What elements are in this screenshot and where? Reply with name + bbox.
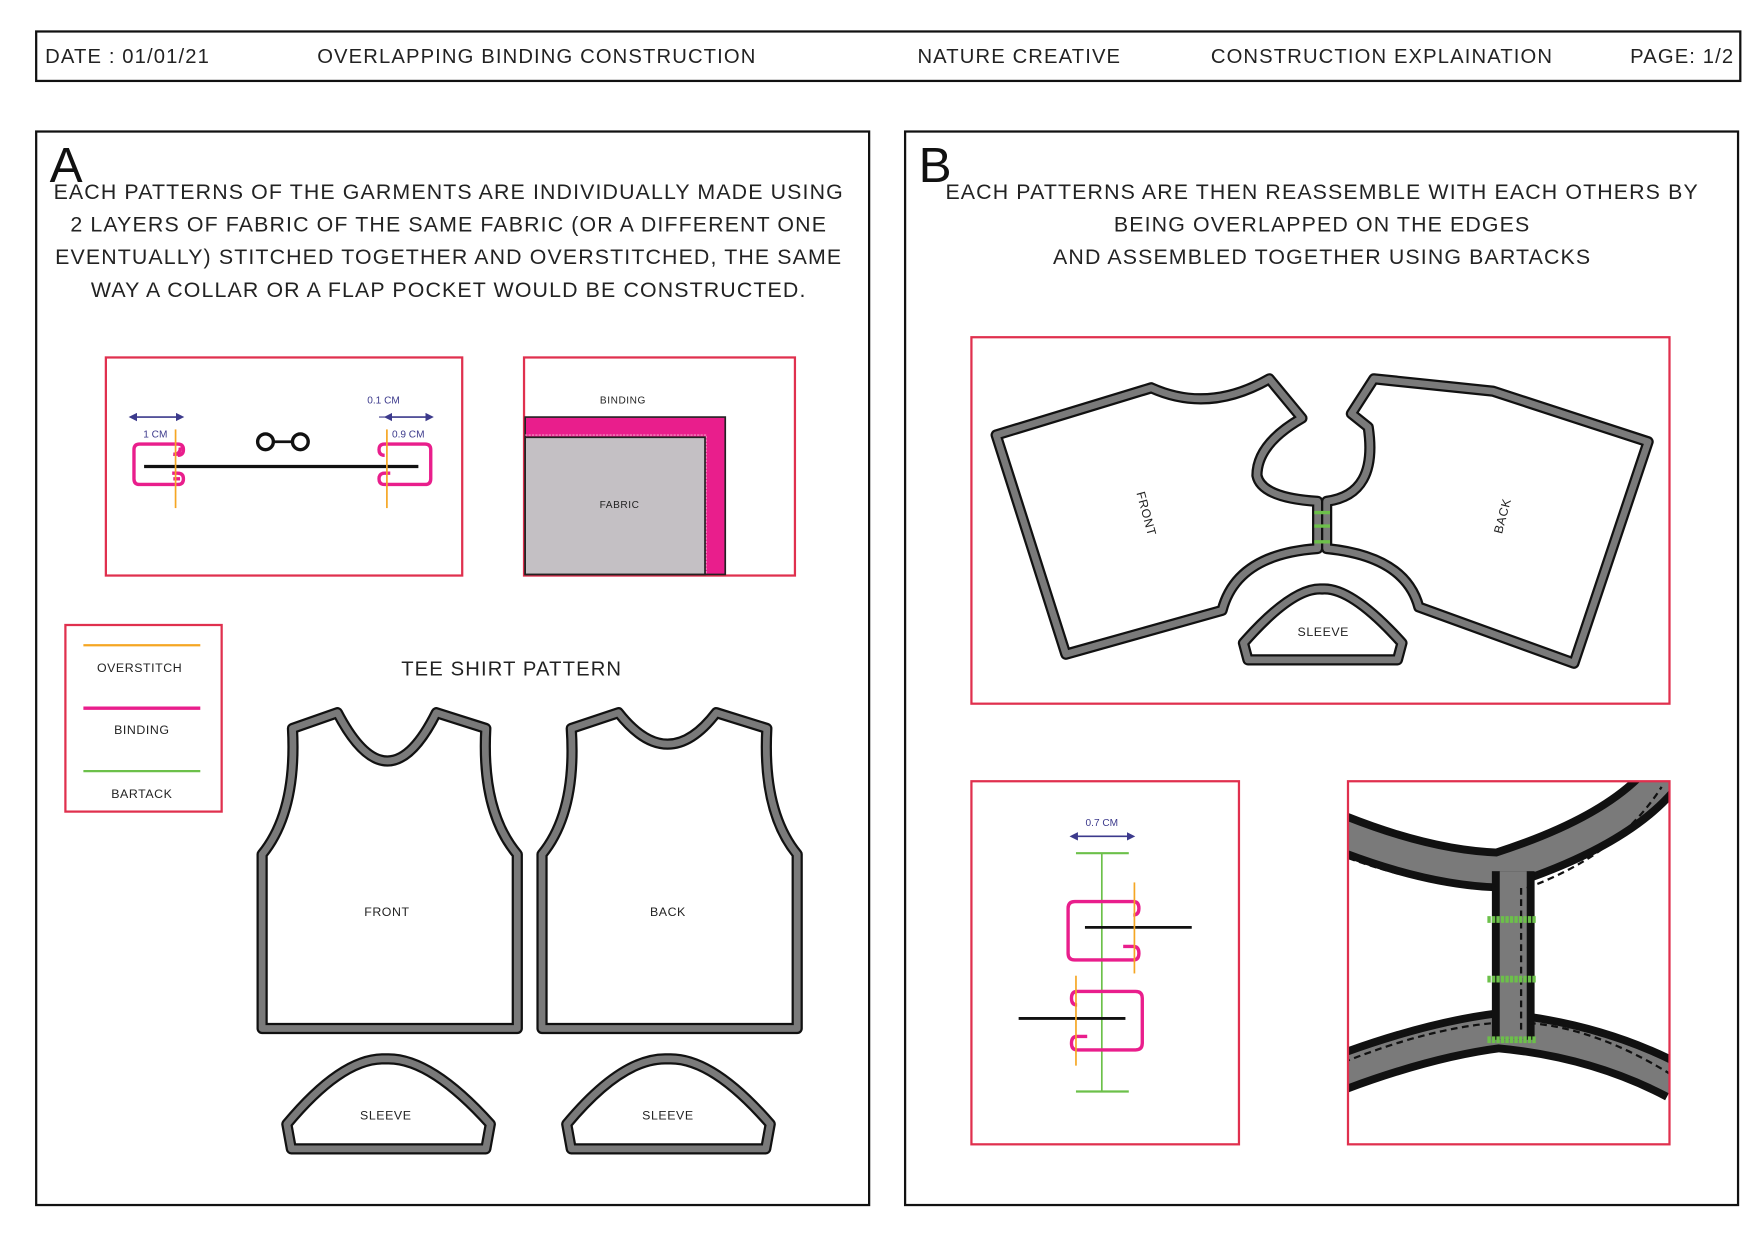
panel-b-text-line: AND ASSEMBLED TOGETHER USING BARTACKS	[1053, 245, 1591, 269]
brand-name: NATURE CREATIVE	[917, 46, 1121, 68]
stitch-symbol-icon	[255, 432, 310, 452]
dim-label: 0.1 CM	[367, 396, 400, 407]
dim-label: 1 CM	[143, 429, 167, 440]
assembled-garment-diagram: FRONT BACK SLEEVE	[970, 336, 1671, 705]
legend-bartack: BARTACK	[111, 787, 172, 801]
date-label: DATE : 01/01/21	[45, 46, 210, 68]
panel-b: B EACH PATTERNS ARE THEN REASSEMBLE WITH…	[903, 130, 1740, 1207]
panel-b-text-line: BEING OVERLAPPED ON THE EDGES	[1114, 213, 1531, 237]
sleeve-pattern: SLEEVE	[561, 1053, 776, 1155]
front-label: FRONT	[364, 905, 409, 919]
legend-overstitch: OVERSTITCH	[97, 661, 182, 675]
panel-a: A EACH PATTERNS OF THE GARMENTS ARE INDI…	[35, 130, 871, 1207]
fabric-label: FABRIC	[600, 500, 640, 511]
header-bar: DATE : 01/01/21 OVERLAPPING BINDING CONS…	[35, 30, 1742, 83]
binding-corner-diagram: BINDING FABRIC	[522, 356, 797, 577]
bartack-marks	[1314, 510, 1331, 544]
dim-label: 0.7 CM	[1086, 818, 1119, 829]
page-number: PAGE: 1/2	[1630, 46, 1734, 68]
panel-b-letter: B	[919, 138, 952, 193]
panel-a-text-line: 2 LAYERS OF FABRIC OF THE SAME FABRIC (O…	[70, 213, 827, 237]
overlap-section-diagram: 0.7 CM	[970, 780, 1241, 1146]
binding-section-diagram: 1 CM 0.1 CM 0.9 CM	[104, 356, 464, 577]
panel-a-text-line: WAY A COLLAR OR A FLAP POCKET WOULD BE C…	[91, 278, 807, 302]
back-label: BACK	[650, 905, 686, 919]
legend: OVERSTITCH BINDING BARTACK	[64, 623, 223, 813]
section-name: CONSTRUCTION EXPLAINATION	[1211, 46, 1553, 68]
panel-a-letter: A	[50, 138, 83, 193]
legend-binding: BINDING	[114, 723, 169, 737]
dim-label: 0.9 CM	[392, 429, 425, 440]
sleeve-label: SLEEVE	[360, 1109, 411, 1123]
binding-label: BINDING	[600, 396, 646, 407]
tee-back-pattern: BACK	[536, 707, 803, 1035]
bartack-closeup-diagram	[1346, 780, 1671, 1146]
document-title: OVERLAPPING BINDING CONSTRUCTION	[317, 46, 756, 68]
tee-front-pattern: FRONT	[256, 707, 523, 1035]
panel-a-text-line: EACH PATTERNS OF THE GARMENTS ARE INDIVI…	[54, 180, 844, 204]
panel-b-text-line: EACH PATTERNS ARE THEN REASSEMBLE WITH E…	[945, 180, 1698, 204]
sleeve-pattern: SLEEVE	[281, 1053, 496, 1155]
sleeve-label: SLEEVE	[1298, 625, 1349, 639]
pattern-title: TEE SHIRT PATTERN	[401, 659, 622, 681]
panel-a-text-line: EVENTUALLY) STITCHED TOGETHER AND OVERST…	[55, 245, 842, 269]
sleeve-label: SLEEVE	[642, 1109, 693, 1123]
